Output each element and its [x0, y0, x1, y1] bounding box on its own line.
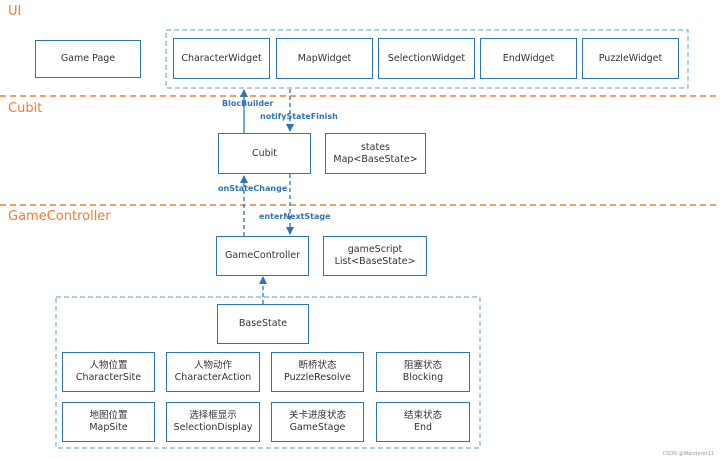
game-script-box: gameScript List<BaseState> — [323, 236, 427, 276]
widget-group-frame — [165, 29, 689, 89]
enter-next-stage-label: enterNextStage — [259, 212, 331, 221]
base-state-box: BaseState — [217, 304, 309, 344]
game-page-box: Game Page — [35, 40, 141, 78]
map-widget-label: MapWidget — [297, 52, 352, 64]
state-cn-label: 结束状态 — [403, 410, 442, 421]
state-box-character-action: 人物动作 CharacterAction — [166, 352, 260, 392]
game-controller-box: GameController — [216, 236, 309, 276]
layer-label-ui: UI — [8, 4, 22, 19]
state-box-puzzle-resolve: 断桥状态 PuzzleResolve — [271, 352, 364, 392]
cubit-label: Cubit — [251, 147, 278, 159]
state-en-label: End — [413, 422, 433, 433]
character-widget-label: CharacterWidget — [181, 52, 262, 64]
game-page-label: Game Page — [60, 53, 116, 64]
states-type-label: Map<BaseState> — [333, 153, 418, 165]
state-cn-label: 断桥状态 — [298, 360, 337, 371]
state-cn-label: 人物位置 — [89, 360, 128, 371]
end-widget-label: EndWidget — [502, 52, 555, 64]
map-widget-box: MapWidget — [276, 38, 373, 79]
state-en-label: CharacterSite — [75, 372, 142, 383]
state-group-frame — [55, 296, 481, 449]
state-cn-label: 关卡进度状态 — [288, 410, 346, 421]
states-map-box: states Map<BaseState> — [325, 133, 426, 174]
state-en-label: Blocking — [402, 372, 444, 383]
states-label: states — [360, 141, 390, 153]
cubit-box: Cubit — [218, 133, 311, 174]
end-widget-box: EndWidget — [480, 38, 577, 79]
layer-label-game-controller: GameController — [8, 209, 111, 224]
state-en-label: MapSite — [89, 422, 128, 433]
selection-widget-label: SelectionWidget — [387, 52, 466, 64]
character-widget-box: CharacterWidget — [173, 38, 270, 79]
puzzle-widget-box: PuzzleWidget — [582, 38, 679, 79]
game-script-type-label: List<BaseState> — [334, 256, 416, 267]
selection-widget-box: SelectionWidget — [378, 38, 475, 79]
notify-state-finish-label: notifyStateFinish — [260, 112, 338, 121]
state-en-label: GameStage — [289, 422, 346, 433]
state-box-game-stage: 关卡进度状态 GameStage — [271, 402, 364, 442]
state-cn-label: 选择框显示 — [189, 410, 237, 421]
state-cn-label: 人物动作 — [193, 360, 232, 371]
state-box-end: 结束状态 End — [376, 402, 470, 442]
state-cn-label: 地图位置 — [89, 410, 128, 421]
game-controller-label: GameController — [224, 250, 300, 261]
state-box-blocking: 阻塞状态 Blocking — [376, 352, 470, 392]
game-script-label: gameScript — [347, 244, 403, 255]
base-state-label: BaseState — [238, 318, 288, 329]
state-en-label: CharacterAction — [174, 372, 252, 383]
layer-label-cubit: Cubit — [8, 101, 43, 116]
puzzle-widget-label: PuzzleWidget — [598, 52, 663, 64]
state-cn-label: 阻塞状态 — [403, 360, 442, 371]
watermark: CSDN @Wanderer11 — [662, 451, 714, 457]
bloc-builder-label: BlocBuilder — [222, 99, 274, 108]
state-en-label: PuzzleResolve — [284, 372, 351, 383]
on-state-change-label: onStateChange — [218, 184, 288, 193]
state-box-character-site: 人物位置 CharacterSite — [62, 352, 155, 392]
state-box-map-site: 地图位置 MapSite — [62, 402, 155, 442]
state-en-label: SelectionDisplay — [173, 422, 253, 433]
state-box-selection-display: 选择框显示 SelectionDisplay — [166, 402, 260, 442]
